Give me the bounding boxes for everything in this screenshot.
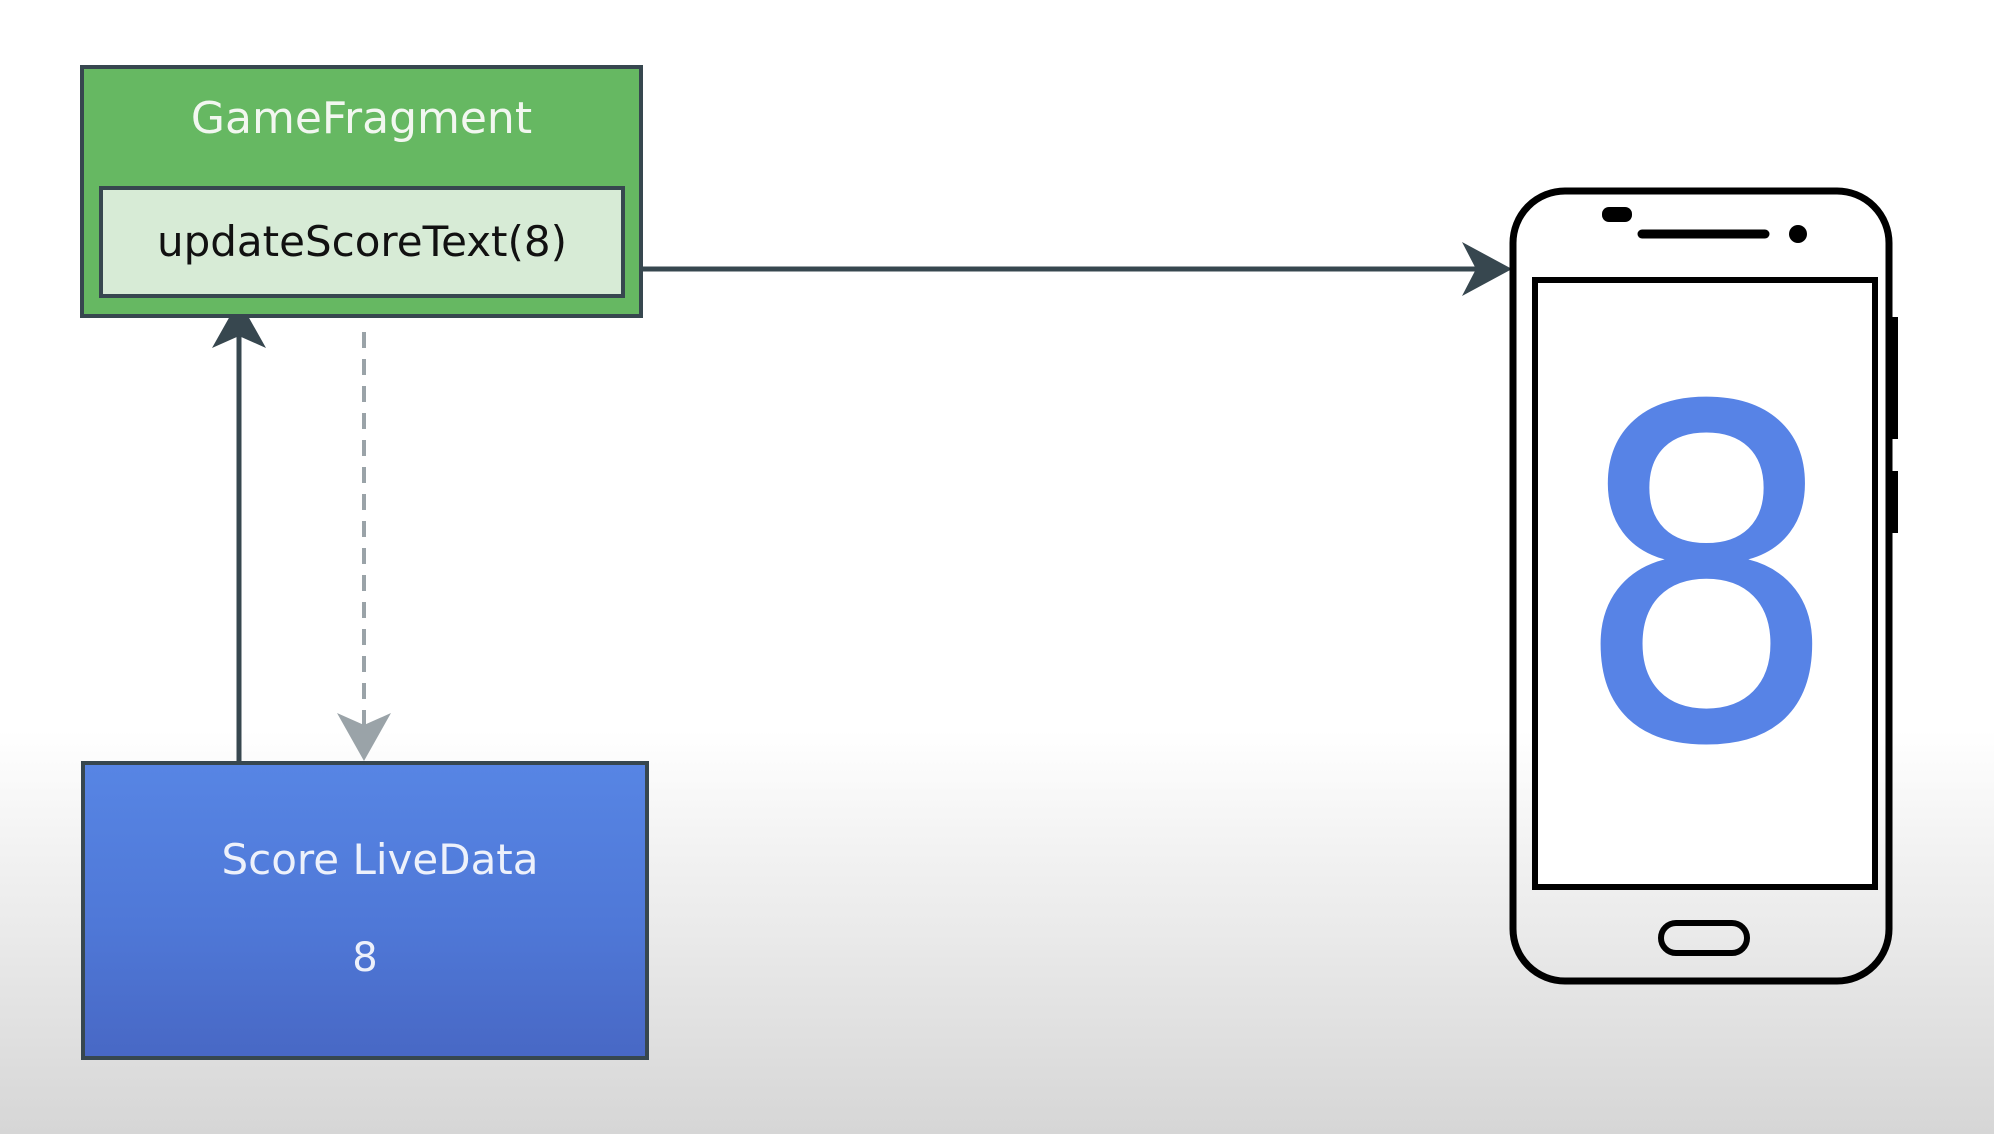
phone-sensor-dot xyxy=(1789,225,1807,243)
update-score-method-box: updateScoreText(8) xyxy=(99,186,625,298)
game-fragment-box: GameFragment updateScoreText(8) xyxy=(80,65,643,318)
update-ui-arrow-head xyxy=(1462,242,1512,296)
phone-body xyxy=(1509,187,1893,985)
score-livedata-title: Score LiveData xyxy=(221,835,539,884)
observe-arrow-head xyxy=(212,300,266,348)
game-fragment-title: GameFragment xyxy=(190,93,533,144)
phone-icon xyxy=(1509,187,1898,985)
phone-home-button xyxy=(1658,920,1750,956)
score-livedata-box: Score LiveData 8 xyxy=(81,761,649,1060)
phone-camera-slot xyxy=(1602,207,1632,222)
dashed-arrow-head xyxy=(337,713,391,761)
phone-screen xyxy=(1532,277,1878,890)
phone-side-button-upper xyxy=(1889,317,1898,439)
phone-score-digit: 8 xyxy=(1571,312,1842,847)
score-livedata-value: 8 xyxy=(352,935,378,981)
update-score-method-label: updateScoreText(8) xyxy=(156,217,568,266)
phone-side-button-lower xyxy=(1889,471,1898,533)
